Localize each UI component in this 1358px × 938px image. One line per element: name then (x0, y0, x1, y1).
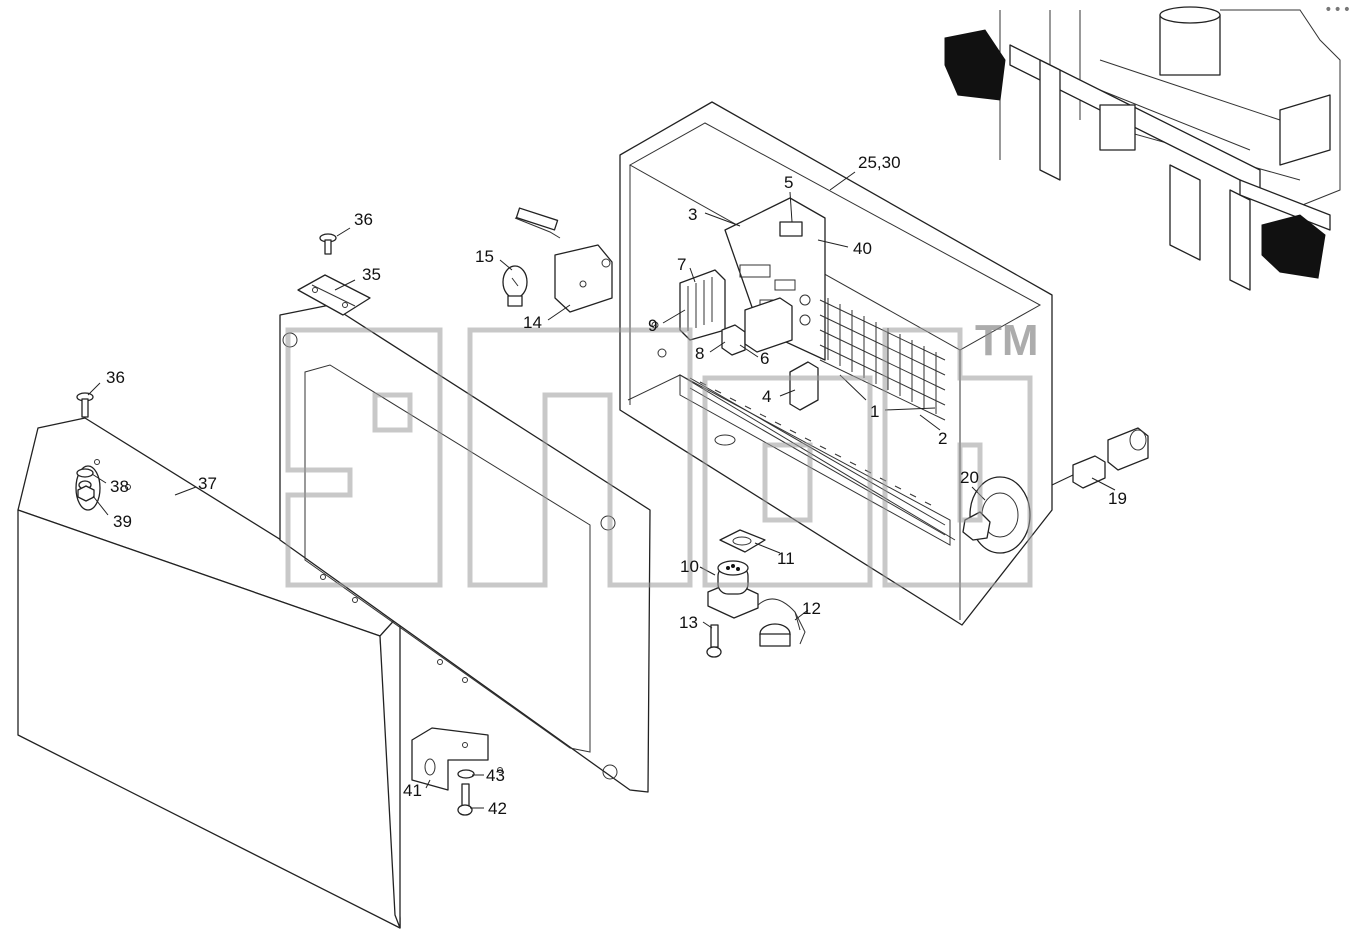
label-9: 9 (648, 316, 657, 335)
label-terminal-block: 7 (677, 255, 686, 274)
bumper-pad-right (1261, 214, 1326, 279)
cabinet-25-30 (619, 101, 1053, 626)
label-washer: 38 (110, 477, 129, 496)
watermark-tm: TM (975, 316, 1039, 365)
relay-4 (789, 361, 819, 411)
label-connector: 5 (784, 173, 793, 192)
label-relay-4: 4 (762, 387, 771, 406)
label-relay-8: 8 (695, 344, 704, 363)
machine-frame-context (944, 6, 1341, 291)
socket-10 (707, 560, 759, 619)
label-screw-left: 36 (106, 368, 125, 387)
label-cabinet: 25,30 (858, 153, 901, 172)
menu-dots-icon[interactable]: ••• (1324, 2, 1352, 18)
cap-12 (757, 598, 806, 647)
relay-8 (721, 324, 746, 356)
label-board: 40 (853, 239, 872, 258)
connector-5 (779, 221, 803, 237)
label-screw-top: 36 (354, 210, 373, 229)
connector-19 (1072, 427, 1149, 489)
label-terminal-2: 2 (938, 429, 947, 448)
label-contact-block: 6 (760, 349, 769, 368)
terminal-rail-bottom (689, 377, 946, 536)
label-bracket: 41 (403, 781, 422, 800)
lamp-holder-14 (514, 207, 613, 313)
contact-block-6 (744, 297, 793, 353)
washer-38 (76, 468, 94, 478)
label-washer-43: 43 (486, 766, 505, 785)
label-cover: 37 (198, 474, 217, 493)
bumper-pad-left (944, 29, 1006, 101)
nut-39 (77, 485, 95, 502)
part-labels: 25,30 5 3 40 36 35 15 7 14 9 8 6 4 1 2 3… (106, 153, 1127, 818)
label-cap: 12 (802, 599, 821, 618)
label-screw-13: 13 (679, 613, 698, 632)
hinge-35 (297, 274, 371, 316)
label-gland: 20 (960, 468, 979, 487)
screw-42 (457, 783, 473, 816)
washer-43 (457, 769, 475, 779)
label-terminal-1: 1 (870, 402, 879, 421)
label-gasket: 11 (777, 549, 795, 568)
label-lamp-holder: 14 (523, 313, 542, 332)
label-connector-19: 19 (1108, 489, 1127, 508)
label-nut: 39 (113, 512, 132, 531)
label-3: 3 (688, 205, 697, 224)
gasket-11 (719, 529, 766, 553)
screw-13 (706, 624, 722, 658)
circuit-board-40 (724, 197, 826, 361)
label-bulb: 15 (475, 247, 494, 266)
watermark-logo: TM (285, 316, 1039, 588)
bracket-41 (411, 727, 489, 791)
bulb-15 (502, 265, 528, 307)
screw-36-left (76, 392, 94, 418)
label-hinge: 35 (362, 265, 381, 284)
label-screw-42: 42 (488, 799, 507, 818)
screw-36-top (319, 233, 337, 255)
label-socket: 10 (680, 557, 699, 576)
